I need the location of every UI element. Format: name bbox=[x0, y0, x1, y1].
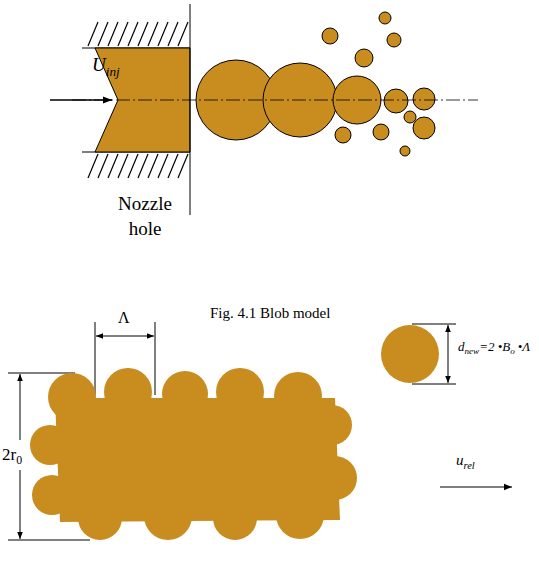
label-group: Uinj bbox=[92, 55, 120, 78]
dimension-label: new bbox=[465, 346, 480, 356]
centerline bbox=[72, 100, 478, 101]
figure-caption: Fig. 4.1 Blob model bbox=[210, 306, 330, 321]
dimension-label: o bbox=[510, 346, 515, 356]
label-group: urel bbox=[456, 453, 475, 471]
dimension-label: d bbox=[458, 339, 465, 354]
hatch-stroke bbox=[88, 154, 98, 178]
hatch-stroke bbox=[168, 22, 178, 46]
velocity-symbol: rel bbox=[464, 460, 475, 471]
part-name: Nozzle hole bbox=[118, 193, 172, 239]
dimension-label: Λ bbox=[118, 309, 130, 326]
hatch-stroke bbox=[158, 154, 168, 178]
hatch-stroke bbox=[108, 154, 118, 178]
blob bbox=[196, 12, 435, 156]
hatch-stroke bbox=[128, 22, 138, 46]
label-group: dnew=2 •Bo•Λ bbox=[458, 340, 530, 356]
hatch-stroke bbox=[88, 22, 98, 46]
new-droplet bbox=[381, 325, 439, 383]
velocity-symbol: U bbox=[92, 54, 106, 75]
velocity-symbol: u bbox=[456, 452, 464, 468]
disturbed-blob bbox=[30, 368, 357, 540]
exit-plane bbox=[190, 4, 191, 215]
hatch-stroke bbox=[98, 22, 108, 46]
hatch-stroke bbox=[118, 154, 128, 178]
hatch-stroke bbox=[158, 22, 168, 46]
hatch-stroke bbox=[138, 22, 148, 46]
hatch-stroke bbox=[148, 154, 158, 178]
hatch-stroke bbox=[148, 22, 158, 46]
label-group: Nozzle hole bbox=[104, 192, 186, 241]
droplet-dimension bbox=[412, 324, 456, 384]
hatch-stroke bbox=[98, 154, 108, 178]
hatch-stroke bbox=[128, 154, 138, 178]
dimension-label: =2 •B bbox=[479, 339, 510, 354]
dimension-label: •Λ bbox=[518, 339, 530, 354]
hatch-stroke bbox=[178, 22, 188, 46]
hatch-stroke bbox=[168, 154, 178, 178]
velocity-arrow bbox=[440, 486, 512, 487]
dimension-label: 0 bbox=[16, 453, 22, 467]
hatch-stroke bbox=[118, 22, 128, 46]
hatch-stroke bbox=[108, 22, 118, 46]
hatch-stroke bbox=[138, 154, 148, 178]
label-group: 2r0 bbox=[2, 446, 22, 467]
hatch-stroke bbox=[178, 154, 188, 178]
velocity-symbol: inj bbox=[106, 64, 120, 79]
label-group: Λ bbox=[118, 310, 130, 326]
dimension-label: 2r bbox=[2, 445, 16, 464]
